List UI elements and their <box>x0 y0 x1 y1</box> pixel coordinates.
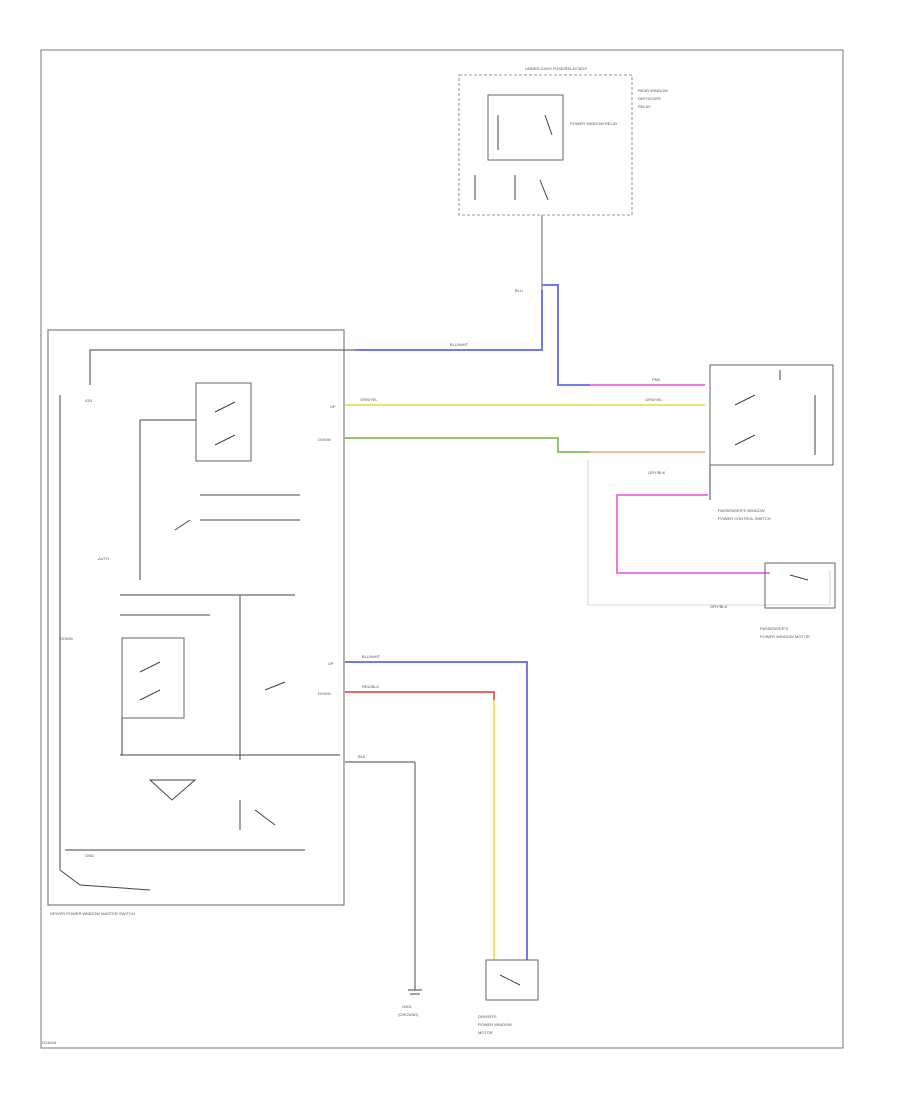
svg-text:UP: UP <box>330 404 336 409</box>
svg-text:DRIVER'S: DRIVER'S <box>478 1014 497 1019</box>
svg-text:RELAY: RELAY <box>638 104 651 109</box>
svg-text:DOWN: DOWN <box>60 636 73 641</box>
svg-text:BLU: BLU <box>515 288 523 293</box>
svg-text:MOTOR: MOTOR <box>478 1030 493 1035</box>
svg-text:GRY/BLK: GRY/BLK <box>710 604 728 609</box>
svg-text:DEFOGGER: DEFOGGER <box>638 96 661 101</box>
svg-text:BLU/WHT: BLU/WHT <box>362 654 381 659</box>
svg-text:IGN: IGN <box>85 398 92 403</box>
svg-text:(GROUND): (GROUND) <box>398 1012 419 1017</box>
passenger-window-motor: PASSENGER'S POWER WINDOW MOTOR GRY/BLK <box>710 562 836 639</box>
svg-text:BLK: BLK <box>358 754 366 759</box>
diagram-code: G24044 <box>42 1040 57 1045</box>
svg-text:UNDER-DASH FUSE/RELAY BOX: UNDER-DASH FUSE/RELAY BOX <box>525 66 587 71</box>
svg-text:UP: UP <box>328 661 334 666</box>
svg-text:PASSENGER'S: PASSENGER'S <box>760 626 788 631</box>
svg-text:POWER WINDOW RELAY: POWER WINDOW RELAY <box>570 121 618 126</box>
svg-text:DRIVER POWER WINDOW MASTER SWI: DRIVER POWER WINDOW MASTER SWITCH <box>50 911 135 916</box>
svg-text:POWER CONTROL SWITCH: POWER CONTROL SWITCH <box>718 516 771 521</box>
svg-text:GRN/YEL: GRN/YEL <box>360 397 378 402</box>
svg-text:GRY/BLK: GRY/BLK <box>648 470 666 475</box>
fuse-relay-box: UNDER-DASH FUSE/RELAY BOX POWER WINDOW R… <box>458 66 668 216</box>
diagram-frame <box>40 49 844 1049</box>
svg-text:PNK: PNK <box>652 377 661 382</box>
svg-text:DOWN: DOWN <box>318 437 331 442</box>
svg-text:AUTO: AUTO <box>98 556 109 561</box>
passenger-window-switch: PASSENGER'S WINDOW POWER CONTROL SWITCH <box>709 364 834 521</box>
svg-text:GRN/YEL: GRN/YEL <box>645 397 663 402</box>
driver-window-motor: DRIVER'S POWER WINDOW MOTOR <box>478 959 539 1035</box>
svg-text:PASSENGER'S WINDOW: PASSENGER'S WINDOW <box>718 508 765 513</box>
svg-text:REAR WINDOW: REAR WINDOW <box>638 88 668 93</box>
svg-text:G501: G501 <box>402 1004 413 1009</box>
master-switch-module: DRIVER POWER WINDOW MASTER SWITCH IGN AU… <box>47 329 345 916</box>
svg-text:BLU/WHT: BLU/WHT <box>450 342 469 347</box>
svg-text:POWER WINDOW MOTOR: POWER WINDOW MOTOR <box>760 634 810 639</box>
svg-text:GND: GND <box>85 853 94 858</box>
ground-point: G501 (GROUND) <box>398 989 422 1017</box>
svg-text:POWER WINDOW: POWER WINDOW <box>478 1022 512 1027</box>
svg-text:RED/BLK: RED/BLK <box>362 684 379 689</box>
svg-text:DOWN: DOWN <box>318 691 331 696</box>
